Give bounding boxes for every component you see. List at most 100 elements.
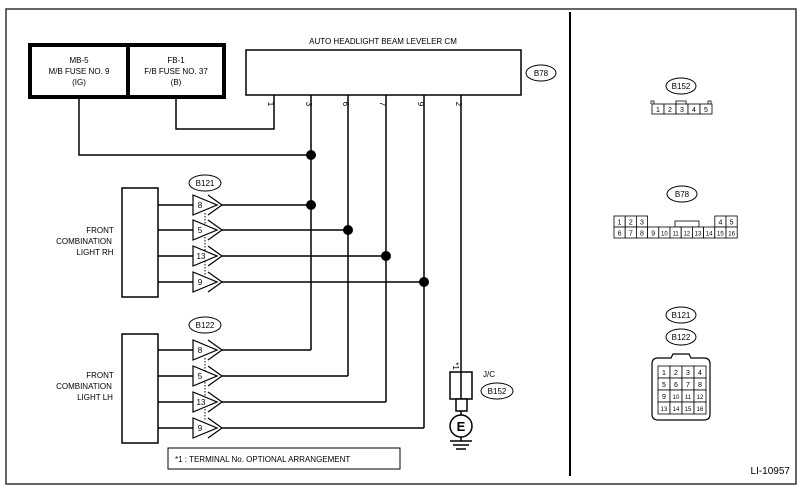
terminal-arrow [192,219,224,241]
junctions [306,150,429,287]
lamp-pin-label: 8 [198,201,203,210]
wire-fb1-pin1 [175,95,275,130]
terminal-arrow [192,391,224,413]
lamp-pin-label: 5 [198,372,203,381]
control-module-title: AUTO HEADLIGHT BEAM LEVELER CM [309,37,457,46]
footnote: *1 : TERMINAL No. OPTIONAL ARRANGEMENT [167,447,401,470]
pin-number: 11 [685,395,692,401]
outer-frame [5,8,797,485]
terminal-arrow [192,194,224,216]
connector-badge-b121 [188,174,222,192]
pin-number: 10 [661,232,668,238]
terminal-arrows [192,194,224,439]
pin-cell [725,226,738,239]
lamp-pin-label: 8 [198,346,203,355]
pin-number: 4 [718,220,722,227]
light-rh-label-2: COMBINATION [56,237,112,246]
terminal-arrow [192,417,224,439]
cm-pin-labels: 1 3 6 7 9 2 [266,102,463,107]
connector-badge-b78 [525,64,557,82]
pin-number: 12 [683,232,690,238]
pin-number: 1 [656,107,660,114]
pin-number: 12 [697,395,704,401]
pin-number: 1 [618,220,622,227]
pin-number: 9 [662,394,666,401]
ground-label: E [457,419,466,434]
pin-number: 7 [629,231,633,238]
cm-pin-label: 6 [341,102,350,107]
connector-label-b152: B152 [488,387,507,396]
cm-pin-label: 1 [266,102,275,107]
pin-number: 1 [662,370,666,377]
junction-dot [419,277,429,287]
pin-number: 5 [704,107,708,114]
pin-grid-b152: 1 2 3 4 5 [651,103,713,115]
lamp-pin-label: 9 [198,278,203,287]
connector-badge-b152 [480,382,514,400]
jc-star-label: *1 [451,362,460,370]
light-lh-label-2: COMBINATION [56,382,112,391]
front-combination-light-lh: FRONT COMBINATION LIGHT LH B122 [56,316,222,444]
pin-number: 10 [673,395,680,401]
fuse-left-desc: M/B FUSE NO. 9 [49,67,110,76]
lamp-pin-labels: 8 5 13 9 8 5 13 9 [197,201,206,433]
lamp-pin-label: 13 [197,398,206,407]
connector-view-label: B78 [675,190,690,199]
pin-number: 3 [686,370,690,377]
junction-dot [381,251,391,261]
pin-number: 2 [629,220,633,227]
pin-number: 6 [618,231,622,238]
wires [78,95,462,429]
light-rh-label-3: LIGHT RH [76,248,113,257]
fuse-right-type: (B) [171,78,182,87]
fuse-box: MB-5 M/B FUSE NO. 9 (IG) FB-1 F/B FUSE N… [28,43,226,99]
connector-label-b78: B78 [534,69,549,78]
pin-number: 15 [685,407,692,413]
terminal-arrow [192,245,224,267]
connector-view-b152: B152 1 2 3 4 5 [650,77,713,115]
pin-number: 7 [686,382,690,389]
connector-badge-b122 [188,316,222,334]
light-rh-label-1: FRONT [86,226,114,235]
pin-number: 3 [640,220,644,227]
connector-label-b122: B122 [196,321,215,330]
pin-number: 11 [672,232,679,238]
connector-view-label: B122 [672,333,691,342]
lamp-pin-label: 5 [198,226,203,235]
connector-label-b121: B121 [196,179,215,188]
pin-number: 6 [674,382,678,389]
cm-pin-label: 3 [304,102,313,107]
pin-number: 9 [651,231,655,238]
fuse-left-name: MB-5 [69,56,89,65]
joint-connector: *1 J/C B152 [449,362,514,412]
fuse-right-desc: F/B FUSE NO. 37 [144,67,208,76]
connector-view-label: B152 [672,82,691,91]
junction-dot [306,150,316,160]
control-module: AUTO HEADLIGHT BEAM LEVELER CM B78 [245,37,557,96]
pin-number: 5 [662,382,666,389]
pin-cell [699,103,713,115]
diagram-id: LI-10957 [751,466,791,477]
connector-view-label: B121 [672,311,691,320]
terminal-arrow [192,365,224,387]
pin-number: 13 [661,407,668,413]
pin-number: 2 [668,107,672,114]
pin-number: 8 [698,382,702,389]
cm-pin-label: 2 [454,102,463,107]
junction-dot [306,200,316,210]
pin-number: 15 [717,232,724,238]
terminal-arrow [192,339,224,361]
pin-number: 16 [697,407,704,413]
lamp-pin-label: 9 [198,424,203,433]
pin-number: 4 [692,107,696,114]
fuse-left-type: (IG) [72,78,86,87]
pin-number: 3 [680,107,684,114]
cm-pin-label: 9 [416,102,425,107]
pin-number: 13 [695,232,702,238]
